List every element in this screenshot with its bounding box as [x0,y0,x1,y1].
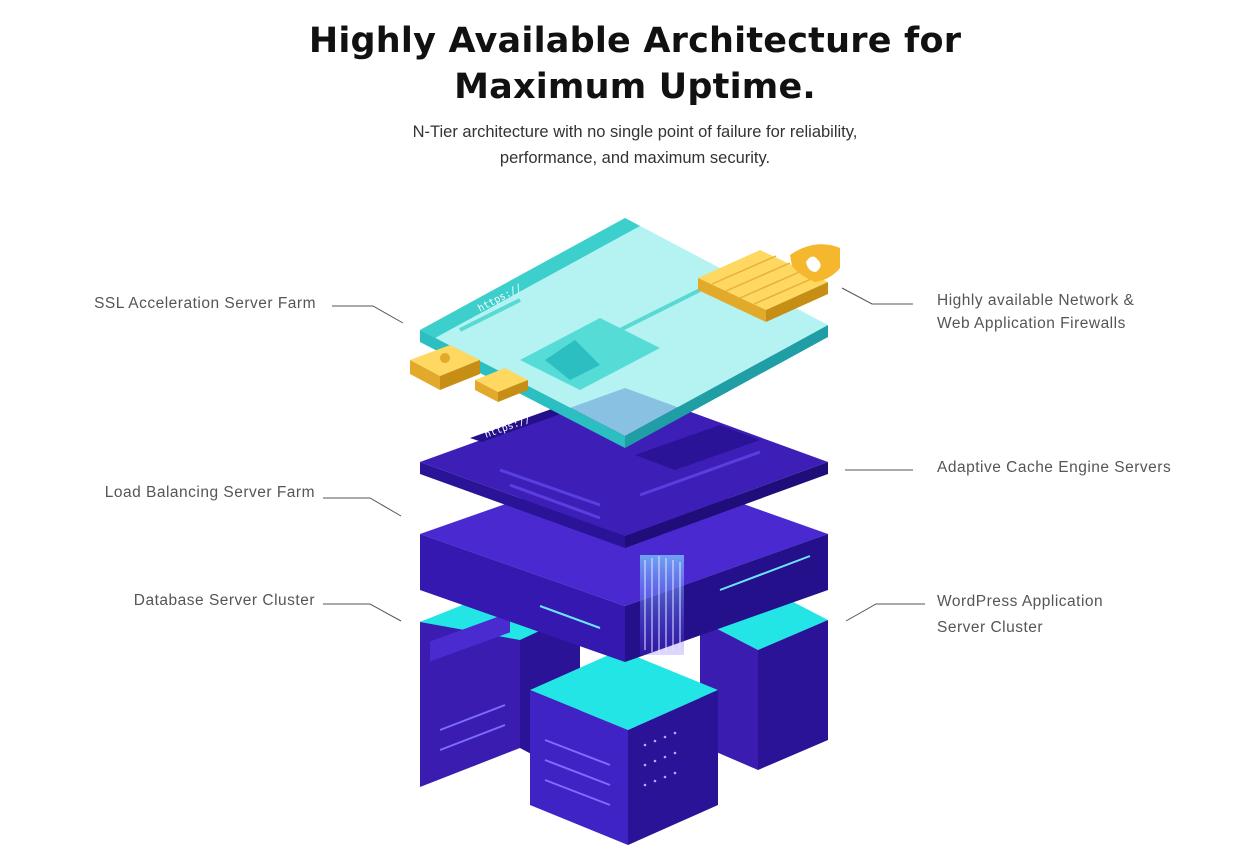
title-line-1: Highly Available Architecture for [308,21,962,61]
label-firewalls-line-2: Web Application Firewalls [937,315,1126,332]
firewall-icon [698,250,828,322]
data-beam-lines [644,556,681,654]
label-wordpress-cluster: WordPress Application Server Cluster [937,589,1237,641]
label-firewalls-line-1: Highly available Network & [937,292,1135,309]
leader-wordpress [845,603,925,622]
label-firewalls: Highly available Network & Web Applicati… [937,289,1237,335]
server-rack-center [530,650,718,845]
lock-icon [410,345,480,390]
title-line-2: Maximum Uptime. [454,67,816,107]
label-load-balancing: Load Balancing Server Farm [104,484,315,501]
subtitle-line-1: N-Tier architecture with no single point… [412,123,858,141]
label-wordpress-line-1: WordPress Application [937,593,1104,610]
label-ssl-acceleration: SSL Acceleration Server Farm [94,295,316,312]
data-beam [640,555,684,655]
shield-fire-icon [790,244,840,282]
leader-load-balancing [323,497,402,517]
label-database-cluster: Database Server Cluster [133,592,315,609]
label-wordpress-line-2: Server Cluster [937,619,1044,636]
subtitle-line-2: performance, and maximum security. [499,149,771,167]
page-title: Highly Available Architecture for Maximu… [0,18,1255,110]
leader-firewalls [841,287,913,305]
label-cache-engine: Adaptive Cache Engine Servers [937,459,1172,476]
page-subtitle: N-Tier architecture with no single point… [0,119,1255,171]
leader-ssl [332,305,404,324]
leader-database [323,603,402,622]
cache-screen-tier: https:// [420,388,828,548]
key-icon [475,368,528,402]
